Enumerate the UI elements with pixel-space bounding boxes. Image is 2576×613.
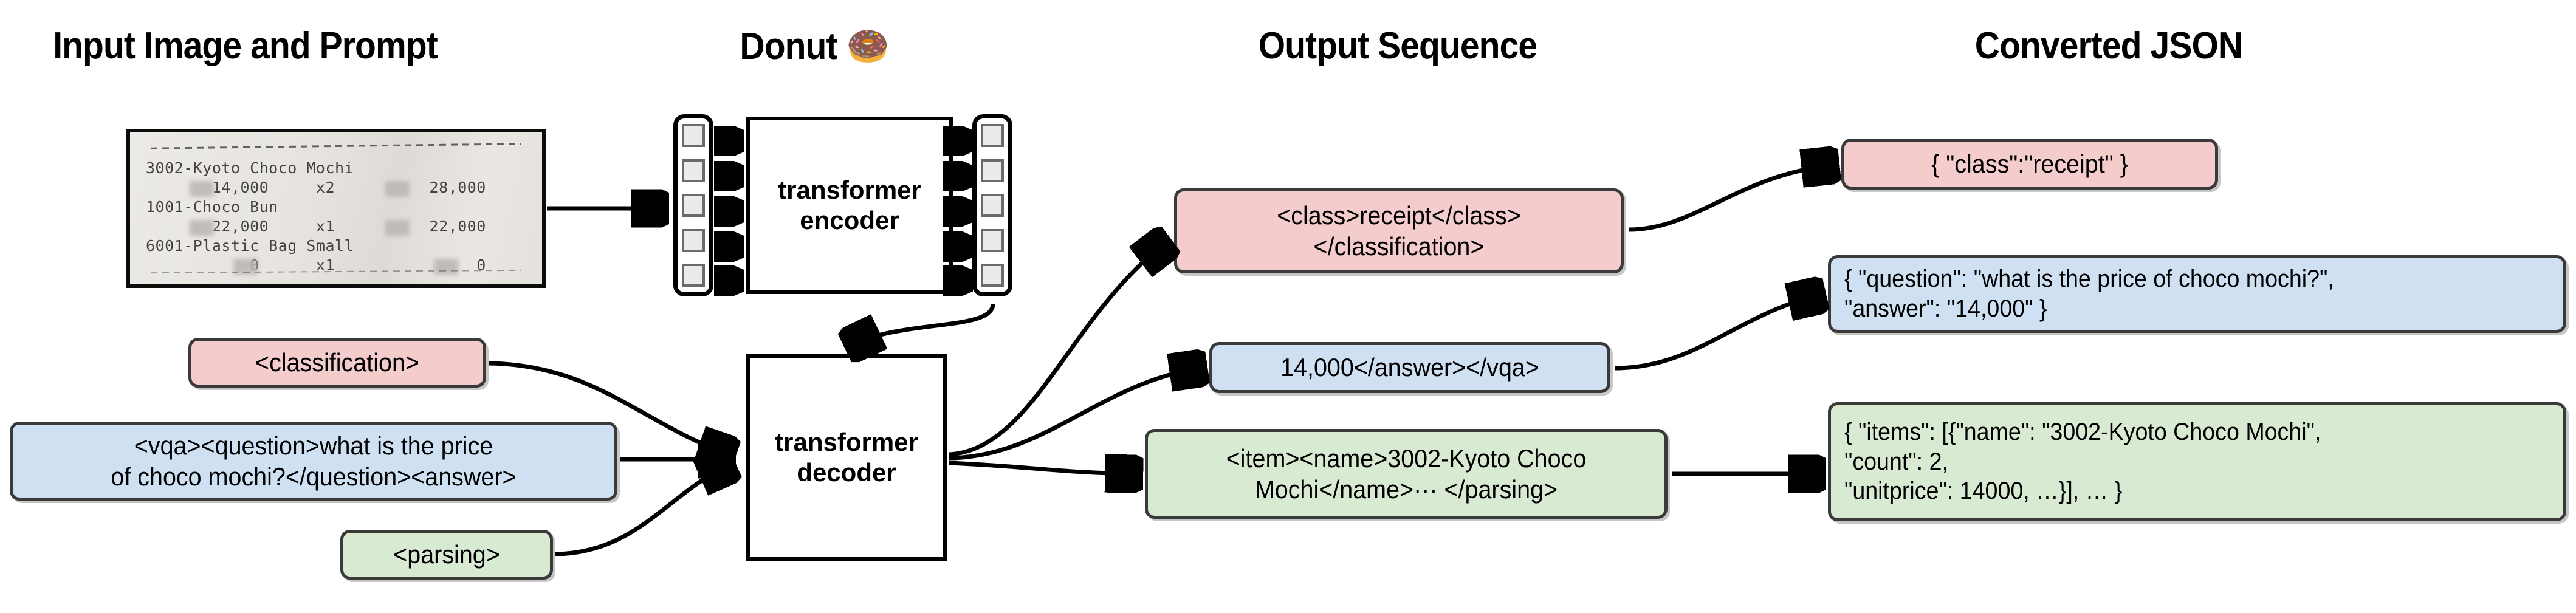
receipt-redaction-1 <box>190 181 214 197</box>
prompt-text-parsing: <parsing> <box>393 540 500 569</box>
prompt-text-classification: <classification> <box>255 348 419 377</box>
json-box-parsing[interactable]: { "items": [{"name": "3002-Kyoto Choco M… <box>1828 402 2566 521</box>
token-cell <box>981 159 1004 182</box>
output-text-classification: <class>receipt</class> </classification> <box>1277 200 1521 261</box>
token-cell <box>981 228 1004 252</box>
output-text-parsing: <item><name>3002-Kyoto Choco Mochi</name… <box>1226 443 1587 504</box>
token-cell <box>682 124 705 147</box>
receipt-line-5: 6001-Plastic Bag Small <box>146 237 354 255</box>
json-box-vqa[interactable]: { "question": "what is the price of choc… <box>1828 255 2566 333</box>
encoder-output-token-strip <box>972 114 1012 296</box>
receipt-line-1: 3002-Kyoto Choco Mochi <box>146 159 354 177</box>
json-text-parsing: { "items": [{"name": "3002-Kyoto Choco M… <box>1844 418 2321 505</box>
prompt-box-vqa[interactable]: <vqa><question>what is the price of choc… <box>10 422 617 501</box>
prompt-box-classification[interactable]: <classification> <box>188 338 486 388</box>
column-title-json: Converted JSON <box>1974 25 2243 67</box>
prompt-text-vqa: <vqa><question>what is the price of choc… <box>111 431 517 491</box>
token-cell <box>682 194 705 217</box>
receipt-paper: 3002-Kyoto Choco Mochi 14,000 x2 28,000 … <box>130 132 542 284</box>
input-receipt-image: 3002-Kyoto Choco Mochi 14,000 x2 28,000 … <box>126 129 546 288</box>
output-box-parsing[interactable]: <item><name>3002-Kyoto Choco Mochi</name… <box>1145 429 1668 519</box>
output-text-vqa: 14,000</answer></vqa> <box>1280 353 1539 382</box>
receipt-line-3: 1001-Choco Bun <box>146 198 278 216</box>
json-text-vqa: { "question": "what is the price of choc… <box>1844 265 2334 322</box>
receipt-redaction-3 <box>190 220 214 236</box>
receipt-redaction-2 <box>385 181 410 197</box>
receipt-redaction-6 <box>434 259 458 275</box>
transformer-encoder-block: transformer encoder <box>746 117 953 294</box>
token-cell <box>981 264 1004 287</box>
receipt-dashed-rule-top <box>150 143 522 149</box>
receipt-line-4: 22,000 x1 22,000 <box>146 217 486 235</box>
token-cell <box>682 264 705 287</box>
arrow-decoder-to-output-parsing <box>949 463 1136 474</box>
column-title-model: Donut 🍩 <box>740 26 889 67</box>
json-box-classification[interactable]: { "class":"receipt" } <box>1841 139 2218 190</box>
arrow-output-to-json-vqa <box>1615 295 1819 371</box>
prompt-box-parsing[interactable]: <parsing> <box>340 530 553 580</box>
token-cell <box>981 124 1004 147</box>
output-box-classification[interactable]: <class>receipt</class> </classification> <box>1174 188 1624 273</box>
token-cell <box>682 228 705 252</box>
token-cell <box>981 194 1004 217</box>
arrow-output-to-json-classification <box>1628 165 1833 232</box>
column-title-input: Input Image and Prompt <box>53 25 438 67</box>
token-cell <box>682 159 705 182</box>
arrow-encoder-to-decoder <box>851 303 995 345</box>
receipt-redaction-4 <box>385 220 410 236</box>
output-box-vqa[interactable]: 14,000</answer></vqa> <box>1209 342 1610 393</box>
transformer-decoder-block: transformer decoder <box>746 354 947 561</box>
column-title-output: Output Sequence <box>1258 25 1537 67</box>
encoder-input-token-strip <box>673 114 713 296</box>
receipt-line-2: 14,000 x2 28,000 <box>146 179 486 196</box>
json-text-classification: { "class":"receipt" } <box>1931 149 2128 179</box>
